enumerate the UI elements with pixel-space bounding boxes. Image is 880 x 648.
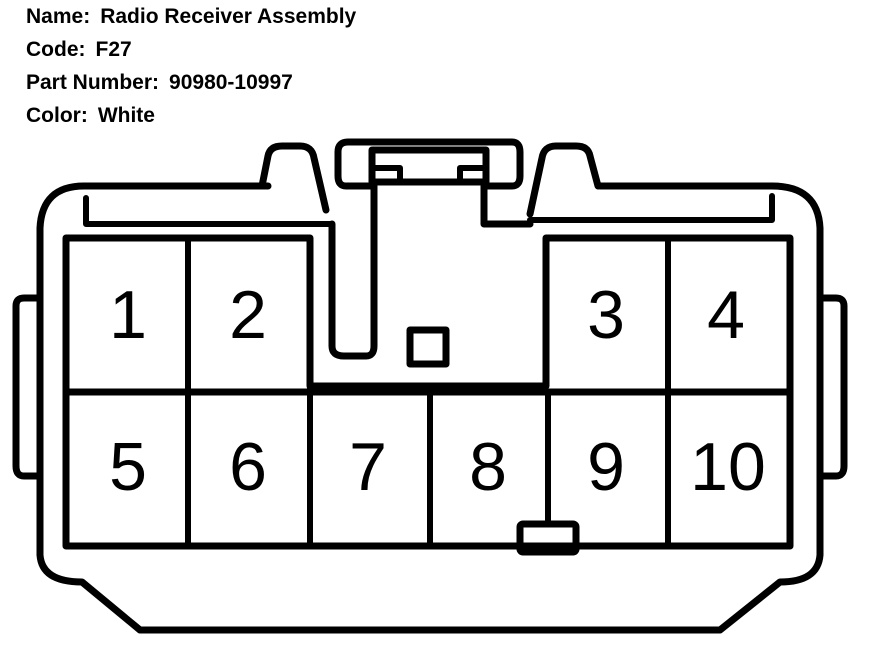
center-latch-slot-right [457,165,489,185]
key-step [480,182,534,228]
code-value: F27 [95,38,132,61]
polarization-key-square [406,326,450,368]
pin-10-label: 10 [690,429,766,505]
pin-1-label: 1 [109,277,147,353]
inner-top-rail-right [527,193,775,223]
color-value: White [97,104,155,127]
info-part-row: Part Number: 90980-10997 [26,66,546,99]
inner-top-rail [83,195,335,227]
info-color-row: Color: White [26,99,546,132]
pin-7-label: 7 [349,429,387,505]
pin-2-label: 2 [229,277,267,353]
pin-6-label: 6 [229,429,267,505]
color-label: Color: [26,104,88,127]
pin-4-label: 4 [707,277,745,353]
code-label: Code: [26,38,86,61]
part-number-value: 90980-10997 [169,71,293,94]
pin-9-label: 9 [587,429,625,505]
bottom-key-tab [516,520,580,556]
pin-3-label: 3 [587,277,625,353]
center-latch [334,138,524,190]
part-number-label: Part Number: [26,71,160,94]
name-label: Name: [26,5,91,28]
info-code-row: Code: F27 [26,33,546,66]
right-latch-tab [816,294,848,480]
info-name-row: Name: Radio Receiver Assembly [26,0,546,33]
name-value: Radio Receiver Assembly [100,5,357,28]
pin-8-label: 8 [469,429,507,505]
left-latch-tab [12,294,44,480]
left-lock-horn [258,142,330,214]
housing-outline [36,182,824,634]
center-latch-slot-left [369,165,403,185]
pin-5-label: 5 [109,429,147,505]
center-latch-window [368,146,490,186]
key-channel [328,182,378,360]
connector-info: Name: Radio Receiver Assembly Code: F27 Pa… [26,0,546,132]
right-lock-horn [526,142,602,218]
